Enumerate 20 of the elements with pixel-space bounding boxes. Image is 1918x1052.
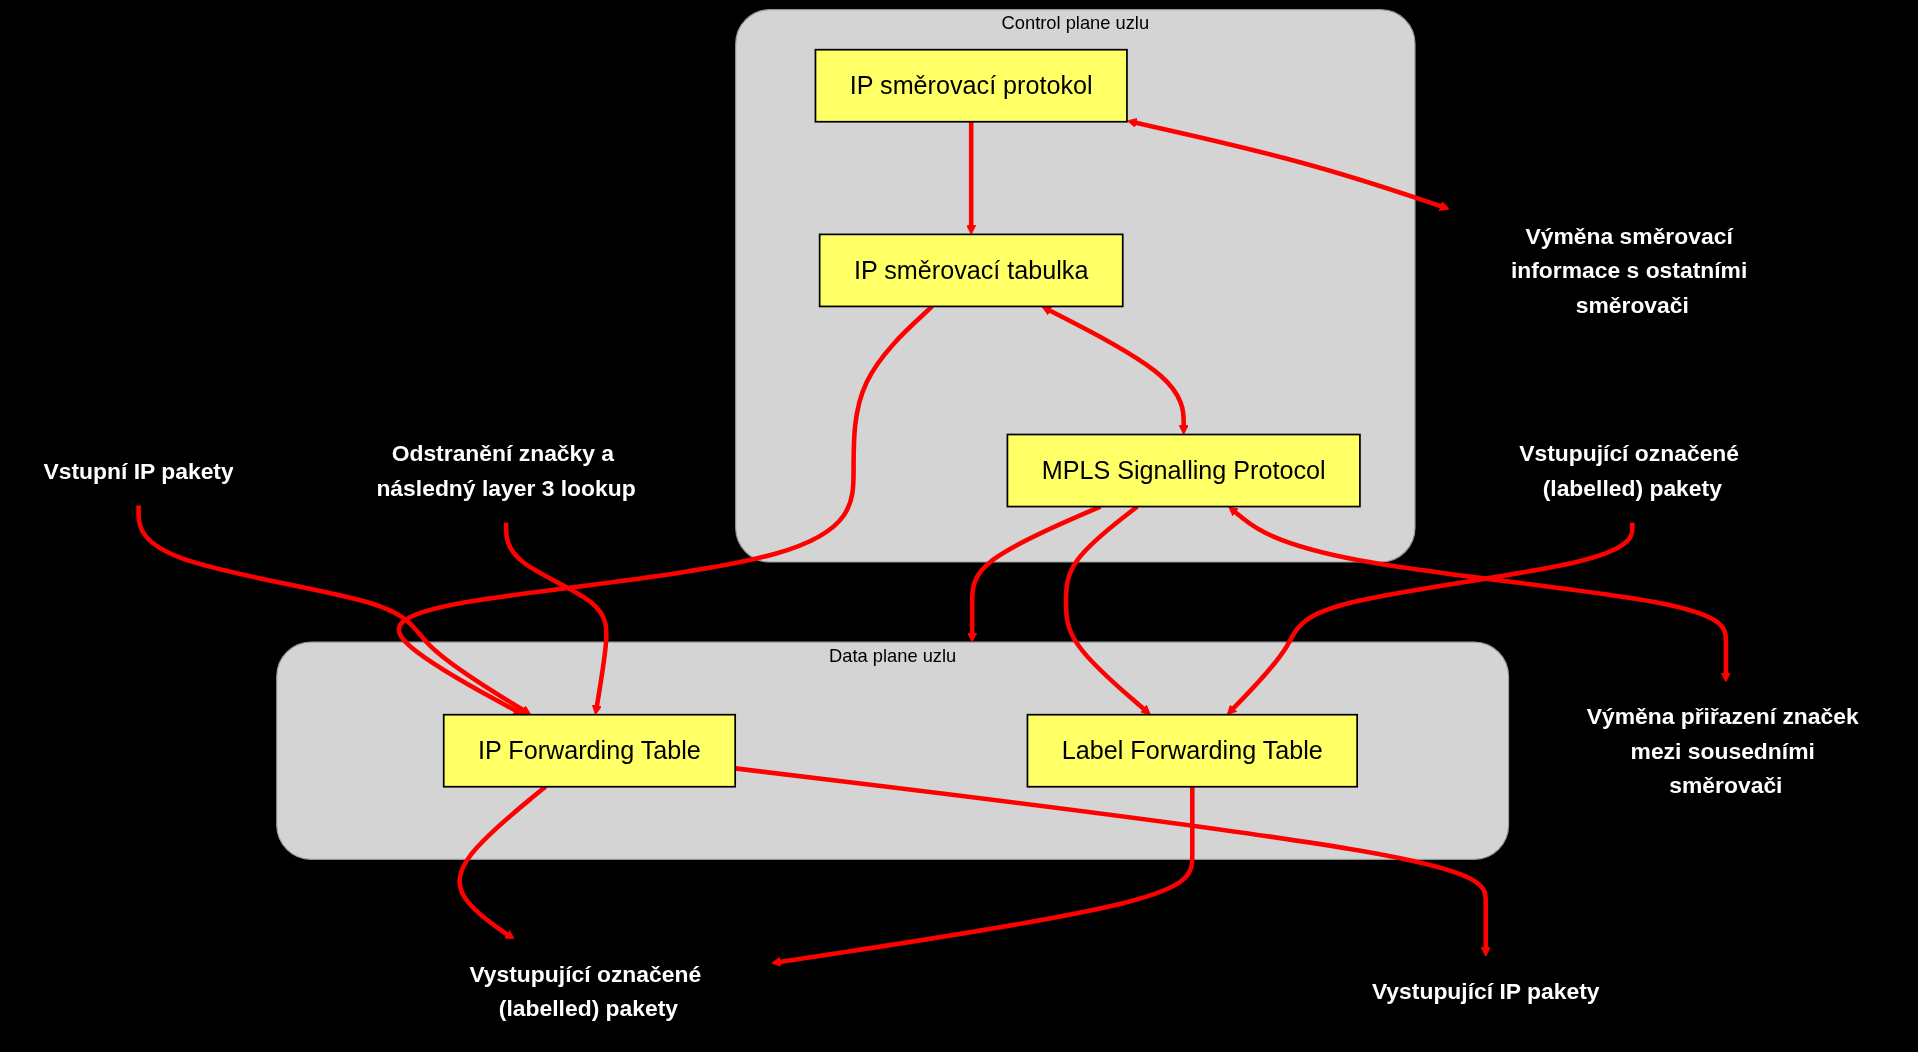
arrow bbox=[503, 522, 609, 716]
arrow bbox=[966, 121, 977, 235]
node-box: IP směrovací tabulka bbox=[818, 233, 1124, 308]
arrow bbox=[1228, 506, 1731, 683]
node-text: Vstupující označené (labelled) pakety bbox=[1519, 440, 1740, 501]
node-text: Vstupní IP pakety bbox=[43, 457, 234, 484]
arrow bbox=[1126, 118, 1450, 211]
node-text: Vystupující označené (labelled) pakety bbox=[469, 961, 702, 1021]
node-text: Odstranění značky a následný layer 3 lookup bbox=[376, 440, 636, 501]
node-box: IP Forwarding Table bbox=[442, 713, 737, 788]
node-box: Label Forwarding Table bbox=[1026, 713, 1358, 788]
node-text: Výměna přiřazení značek mezi sousedními směrovači bbox=[1586, 703, 1859, 798]
arrow bbox=[1041, 306, 1189, 435]
arrow bbox=[136, 504, 532, 716]
node-box: IP směrovací protokol bbox=[814, 48, 1128, 123]
node-text: Výměna směrovací informace s ostatními směrovači bbox=[1510, 223, 1748, 318]
node-box: MPLS Signalling Protocol bbox=[1006, 433, 1361, 508]
arrow bbox=[1226, 522, 1635, 716]
node-text: Vystupující IP pakety bbox=[1371, 978, 1600, 1004]
arrow bbox=[771, 786, 1195, 967]
